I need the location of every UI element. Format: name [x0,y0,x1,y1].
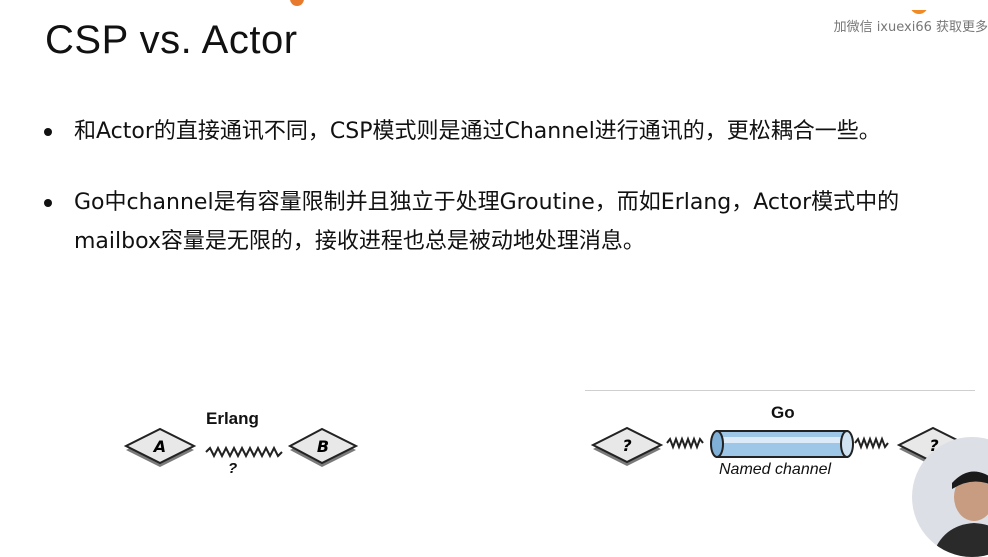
node-right-label: ? [929,436,938,455]
watermark-text: 加微信 ixuexi66 获取更多 [833,20,988,35]
erlang-diagram-title: Erlang [206,409,259,428]
bullet-dot-icon [44,199,52,207]
watermark: 加微信 ixuexi66 获取更多 [818,10,988,38]
named-channel-label: Named channel [719,461,832,478]
bullet-item: 和Actor的直接通讯不同，CSP模式则是通过Channel进行通讯的，更松耦合… [44,112,984,151]
message-arrow [205,445,283,459]
erlang-mailbox-label: ? [228,460,238,477]
bullet-text: Go中channel是有容量限制并且独立于处理Groutine，而如Erlang… [74,190,900,254]
bullet-text: 和Actor的直接通讯不同，CSP模式则是通过Channel进行通讯的，更松耦合… [74,119,881,144]
node-left [590,426,664,466]
node-left-label: ? [622,436,631,455]
named-channel-pipe [710,430,854,458]
bullet-dot-icon [44,128,52,136]
slide-title: CSP vs. Actor [45,18,298,62]
node-b [287,427,359,467]
top-accent-dot [290,0,304,6]
erlang-diagram: A B Erlang ? [120,400,370,490]
bullet-list: 和Actor的直接通讯不同，CSP模式则是通过Channel进行通讯的，更松耦合… [44,112,984,261]
node-b-label: B [317,437,329,456]
watermark-logo-icon [910,10,928,14]
node-a [123,427,197,467]
wave-in-icon [666,436,704,450]
node-a-label: A [152,437,166,456]
erlang-diagram-svg: A B [123,427,359,467]
bullet-item: Go中channel是有容量限制并且独立于处理Groutine，而如Erlang… [44,183,984,261]
wave-out-icon [854,436,889,450]
go-diagram-title: Go [771,403,795,422]
